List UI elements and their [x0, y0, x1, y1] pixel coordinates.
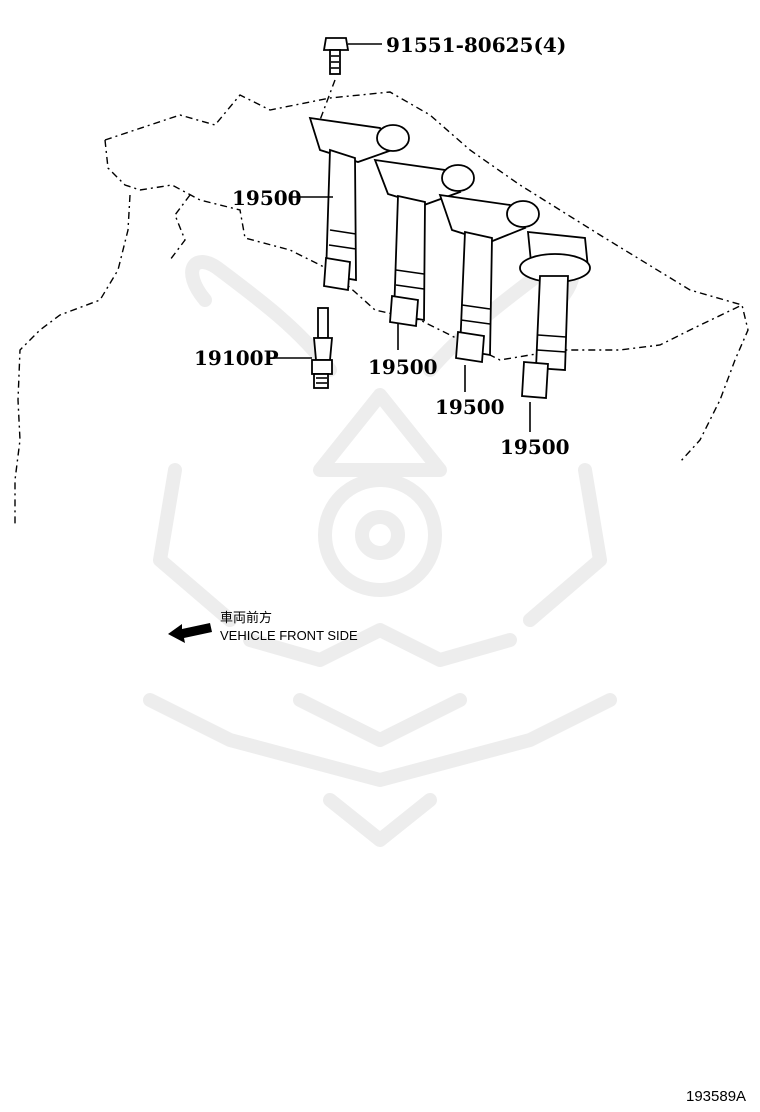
ignition-coil-2 — [373, 158, 475, 328]
direction-label-jp: 車両前方 — [220, 610, 272, 625]
callout-coil-3: 19500 — [435, 395, 505, 419]
callout-coil-1: 19500 — [232, 186, 302, 210]
leader-lines — [268, 196, 531, 432]
vehicle-direction-indicator: 車両前方 VEHICLE FRONT SIDE — [168, 610, 358, 643]
direction-arrow-icon — [168, 623, 212, 643]
engine-head-outline — [14, 91, 749, 525]
ignition-coil-3 — [438, 193, 540, 364]
bolt-part — [319, 37, 382, 121]
ignition-coil-1 — [308, 116, 410, 292]
callout-bolt: 91551-80625(4) — [386, 33, 566, 57]
callout-coil-4: 19500 — [500, 435, 570, 459]
callout-spark-plug: 19100P — [194, 346, 279, 370]
ignition-coil-4 — [519, 230, 591, 399]
spark-plug-part — [311, 307, 333, 389]
direction-label-en: VEHICLE FRONT SIDE — [220, 628, 358, 643]
diagram-reference-number: 193589A — [686, 1088, 746, 1105]
callout-coil-2: 19500 — [368, 355, 438, 379]
